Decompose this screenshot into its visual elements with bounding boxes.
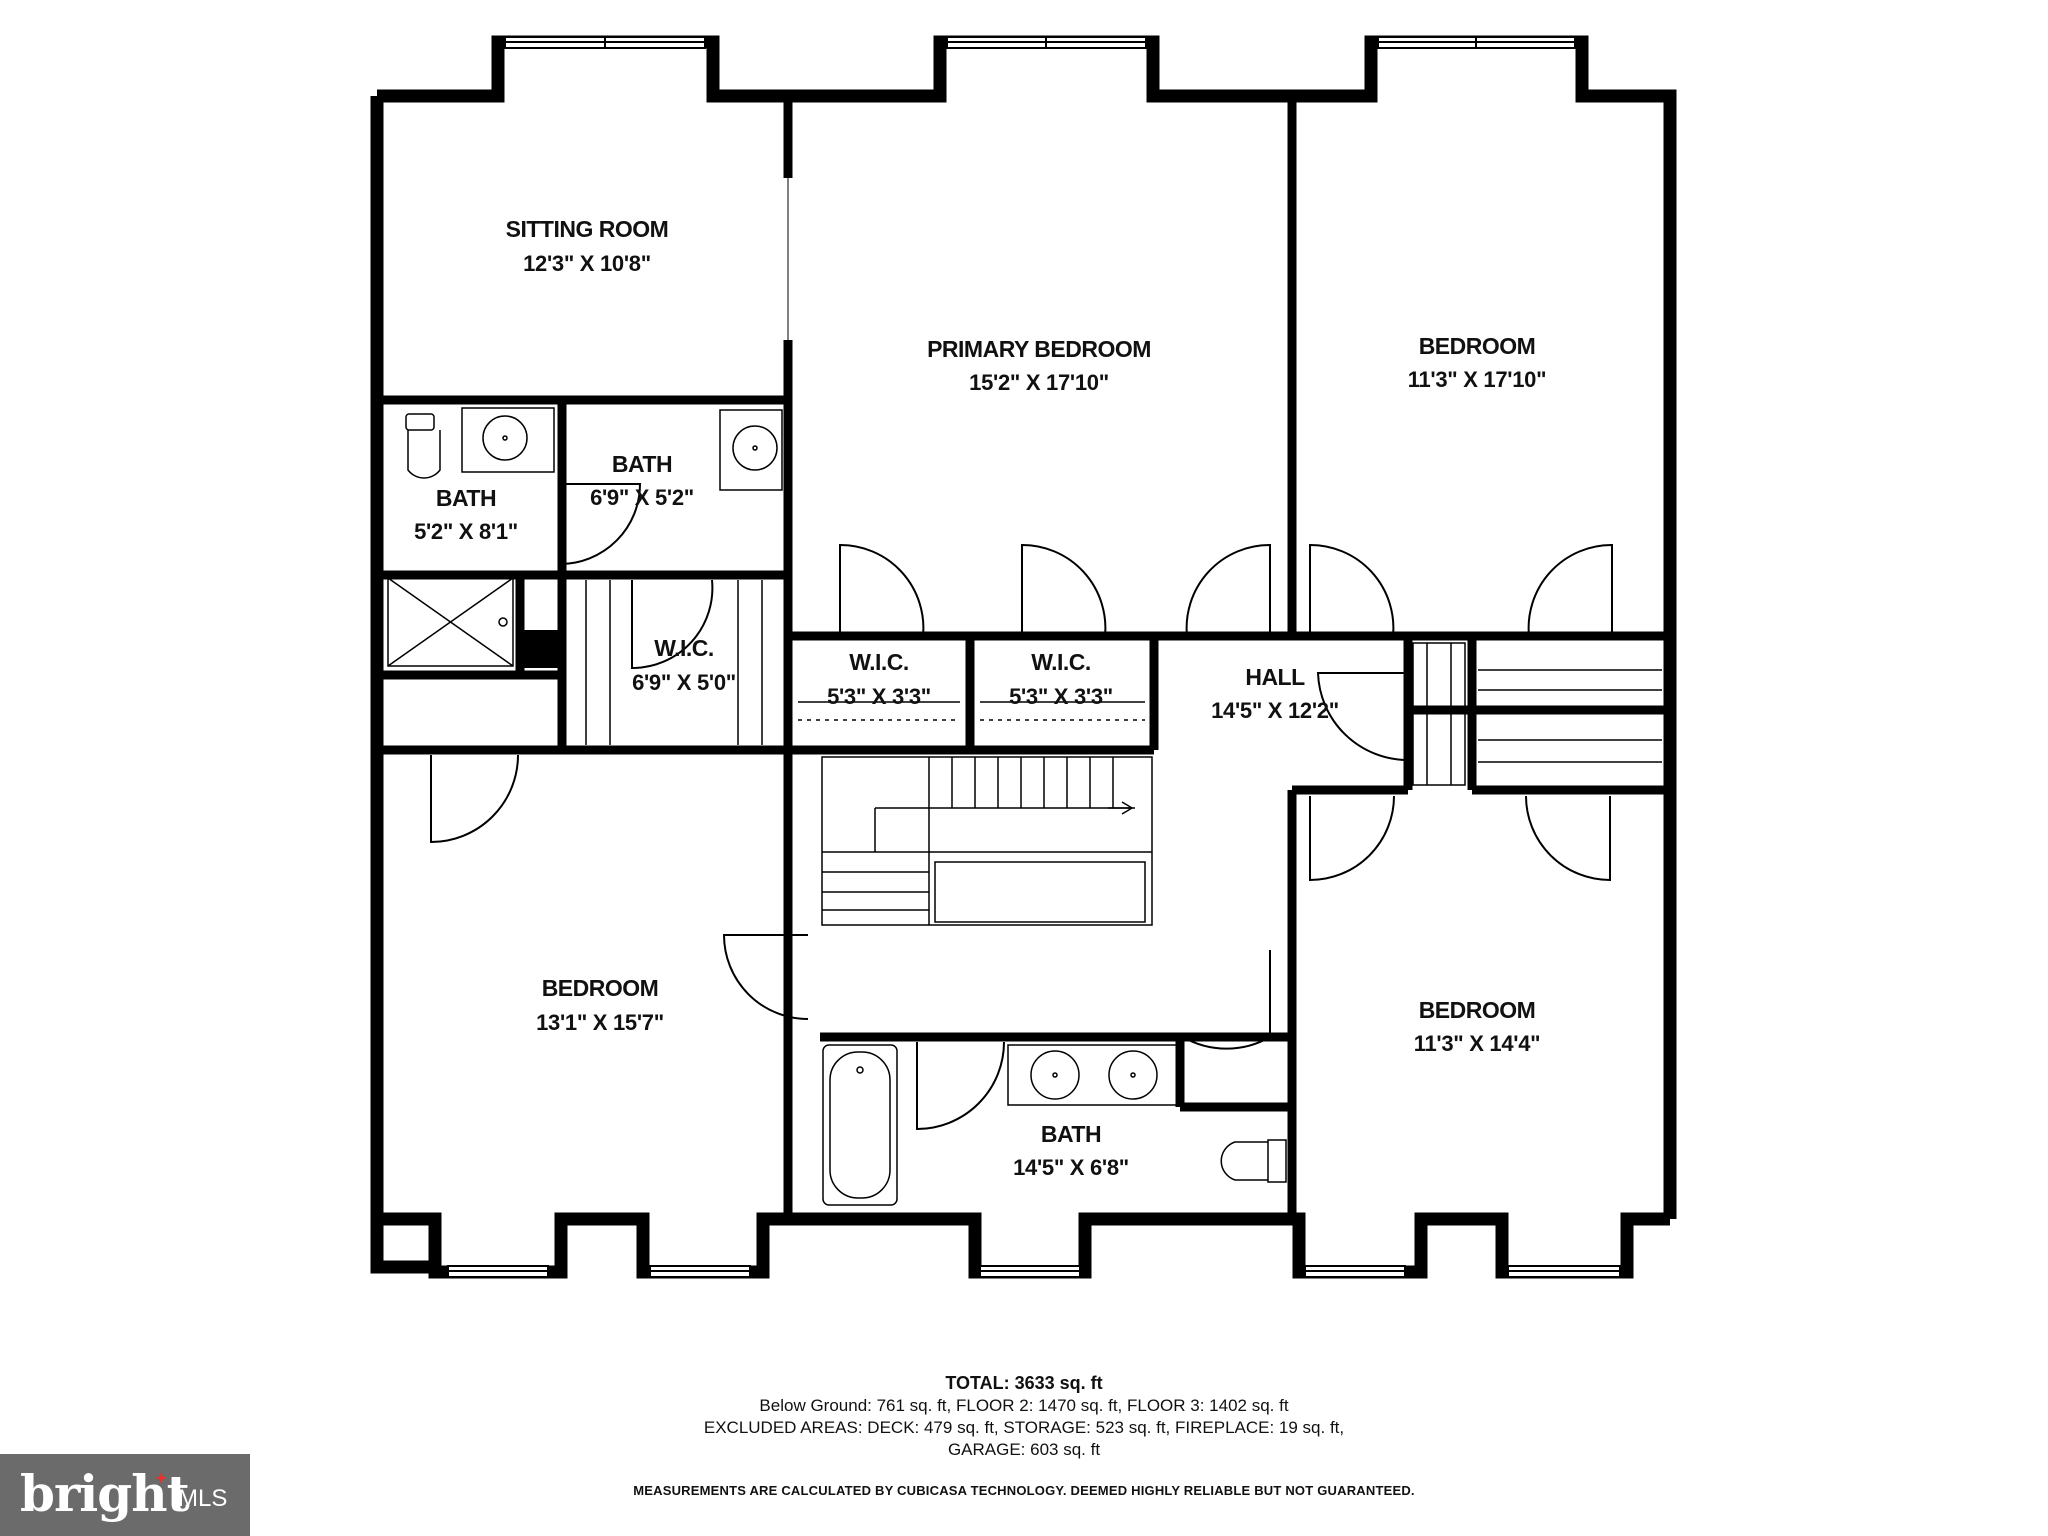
excluded-areas: EXCLUDED AREAS: DECK: 479 sq. ft, STORAG… (703, 1418, 1345, 1437)
logo-suffix: MLS (178, 1485, 228, 1512)
disclaimer: MEASUREMENTS ARE CALCULATED BY CUBICASA … (633, 1483, 1415, 1498)
room-dim-wic-mid2: 5'3" X 3'3" (1009, 684, 1113, 709)
windows (447, 36, 1621, 1278)
room-dim-bedroom-ne: 11'3" X 17'10" (1408, 367, 1546, 392)
fixtures (387, 407, 1287, 1206)
room-dim-wic-left: 6'9" X 5'0" (632, 670, 736, 695)
room-name-primary-bedroom: PRIMARY BEDROOM (927, 336, 1151, 362)
room-dim-primary-bedroom: 15'2" X 17'10" (969, 370, 1109, 395)
excluded-areas-cont: GARAGE: 603 sq. ft (947, 1440, 1101, 1459)
room-dim-wic-mid1: 5'3" X 3'3" (827, 684, 931, 709)
interior-walls (377, 102, 1670, 1219)
room-dim-bedroom-sw: 13'1" X 15'7" (536, 1010, 664, 1035)
room-dim-bath-left: 5'2" X 8'1" (414, 519, 518, 544)
staircase (821, 756, 1153, 926)
room-name-wic-mid2: W.I.C. (1031, 649, 1091, 675)
room-name-bedroom-ne: BEDROOM (1419, 333, 1536, 359)
room-dim-bedroom-se: 11'3" X 14'4" (1414, 1031, 1541, 1056)
room-name-sitting-room: SITTING ROOM (506, 216, 669, 242)
doors[interactable] (430, 483, 1613, 1131)
room-name-bath-left: BATH (436, 485, 496, 511)
floor-areas: Below Ground: 761 sq. ft, FLOOR 2: 1470 … (759, 1396, 1289, 1415)
room-dim-bath-bottom: 14'5" X 6'8" (1013, 1155, 1129, 1180)
room-name-bedroom-se: BEDROOM (1419, 997, 1536, 1023)
room-labels: SITTING ROOM 12'3" X 10'8" PRIMARY BEDRO… (414, 216, 1546, 1180)
room-name-bath-center: BATH (612, 451, 672, 477)
room-name-bedroom-sw: BEDROOM (542, 975, 659, 1001)
room-dim-sitting-room: 12'3" X 10'8" (523, 251, 651, 276)
room-name-hall: HALL (1245, 664, 1305, 690)
room-name-wic-mid1: W.I.C. (849, 649, 909, 675)
closet-shelving (585, 580, 1662, 786)
wall-column (522, 630, 558, 668)
room-name-wic-left: W.I.C. (654, 635, 714, 661)
total-area: TOTAL: 3633 sq. ft (945, 1373, 1103, 1393)
room-dim-hall: 14'5" X 12'2" (1211, 698, 1339, 723)
room-name-bath-bottom: BATH (1041, 1121, 1101, 1147)
logo-accent-icon (155, 1472, 167, 1484)
bright-mls-logo: bright MLS (0, 1454, 250, 1536)
room-dim-bath-center: 6'9" X 5'2" (590, 485, 694, 510)
